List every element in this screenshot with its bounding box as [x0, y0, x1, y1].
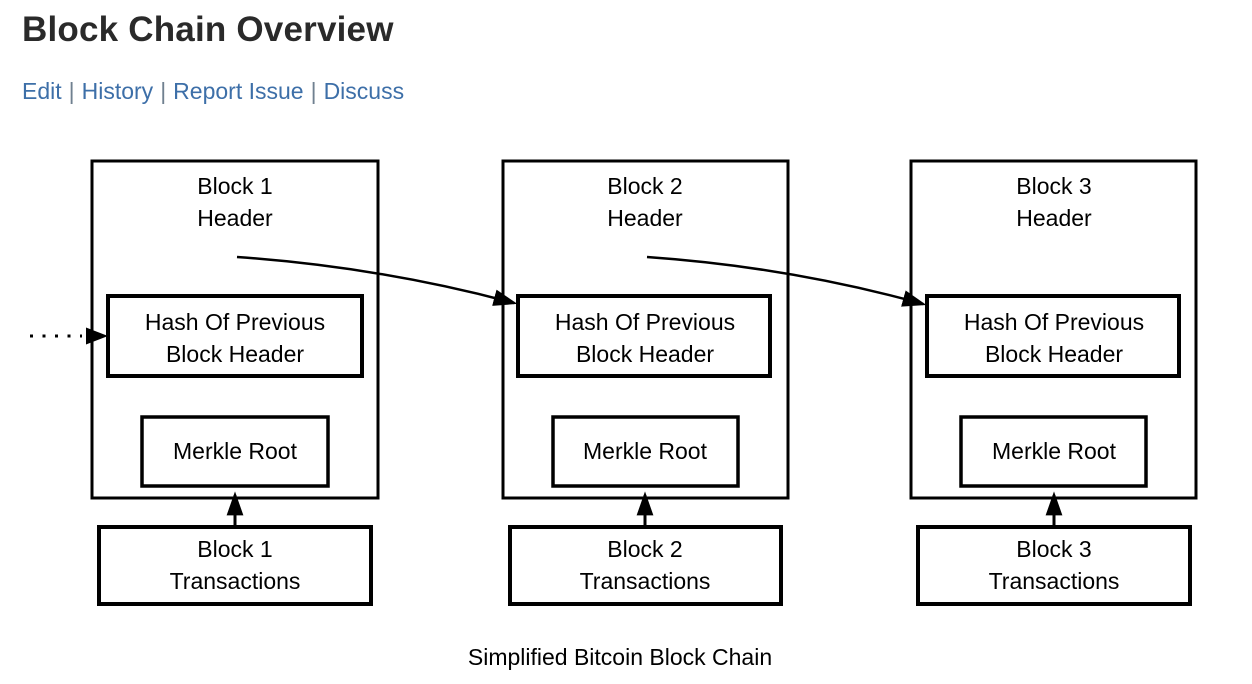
- block-3-hash-label-line2: Block Header: [985, 341, 1123, 367]
- nav-separator: |: [310, 78, 317, 104]
- block-2-merkle-box: [551, 415, 740, 488]
- history-link[interactable]: History: [81, 78, 154, 104]
- block-1: Block 1 Header Hash Of Previous Block He…: [90, 159, 380, 606]
- page-title: Block Chain Overview: [22, 10, 394, 49]
- block-1-header-label-line1: Block 1: [197, 173, 272, 199]
- block-1-hash-label-line1: Hash Of Previous: [145, 309, 325, 335]
- dotted-arrowhead-icon: [86, 327, 108, 345]
- blockchain-diagram: Block 1 Header Hash Of Previous Block He…: [30, 159, 1198, 670]
- block-1-transactions-label-line1: Block 1: [197, 536, 272, 562]
- page-nav: Edit|History|Report Issue|Discuss: [22, 76, 404, 106]
- block-2-header-label-line2: Header: [607, 205, 683, 231]
- block-1-merkle-box: [140, 415, 330, 488]
- block-3: Block 3 Header Hash Of Previous Block He…: [909, 159, 1198, 606]
- block-2-hash-box: [516, 294, 772, 378]
- nav-separator: |: [160, 78, 167, 104]
- diagram-caption: Simplified Bitcoin Block Chain: [468, 644, 772, 670]
- nav-separator: |: [68, 78, 75, 104]
- block-3-header-label-line2: Header: [1016, 205, 1092, 231]
- block-1-transactions-label-line2: Transactions: [170, 568, 301, 594]
- earlier-chain-dotted-arrow: [30, 327, 108, 345]
- block-3-transactions-box: [916, 525, 1192, 606]
- block-1-transactions-box: [97, 525, 373, 606]
- block-1-hash-box: [106, 294, 364, 378]
- report-issue-link[interactable]: Report Issue: [173, 78, 304, 104]
- block-2-transactions-label-line2: Transactions: [580, 568, 711, 594]
- block-1-hash-label-line2: Block Header: [166, 341, 304, 367]
- block-3-transactions-label-line2: Transactions: [989, 568, 1120, 594]
- prev-hash-arrow-block1-to-block2: [236, 255, 518, 306]
- block-2-header-label-line1: Block 2: [607, 173, 682, 199]
- block-2: Block 2 Header Hash Of Previous Block He…: [501, 159, 790, 606]
- discuss-link[interactable]: Discuss: [323, 78, 405, 104]
- block-2-transactions-box: [508, 525, 783, 606]
- block-3-hash-label-line1: Hash Of Previous: [964, 309, 1144, 335]
- block-2-transactions-label-line1: Block 2: [607, 536, 682, 562]
- edit-link[interactable]: Edit: [22, 78, 62, 104]
- prev-hash-arrow-block2-to-block3: [646, 255, 927, 307]
- block-3-header-label-line1: Block 3: [1016, 173, 1091, 199]
- block-2-hash-label-line1: Hash Of Previous: [555, 309, 735, 335]
- block-3-transactions-label-line1: Block 3: [1016, 536, 1091, 562]
- block-1-merkle-label: Merkle Root: [173, 438, 298, 464]
- block-2-merkle-label: Merkle Root: [583, 438, 708, 464]
- block-3-hash-box: [925, 294, 1181, 378]
- block-3-merkle-box: [959, 415, 1148, 488]
- block-2-hash-label-line2: Block Header: [576, 341, 714, 367]
- block-1-header-label-line2: Header: [197, 205, 273, 231]
- block-3-merkle-label: Merkle Root: [992, 438, 1117, 464]
